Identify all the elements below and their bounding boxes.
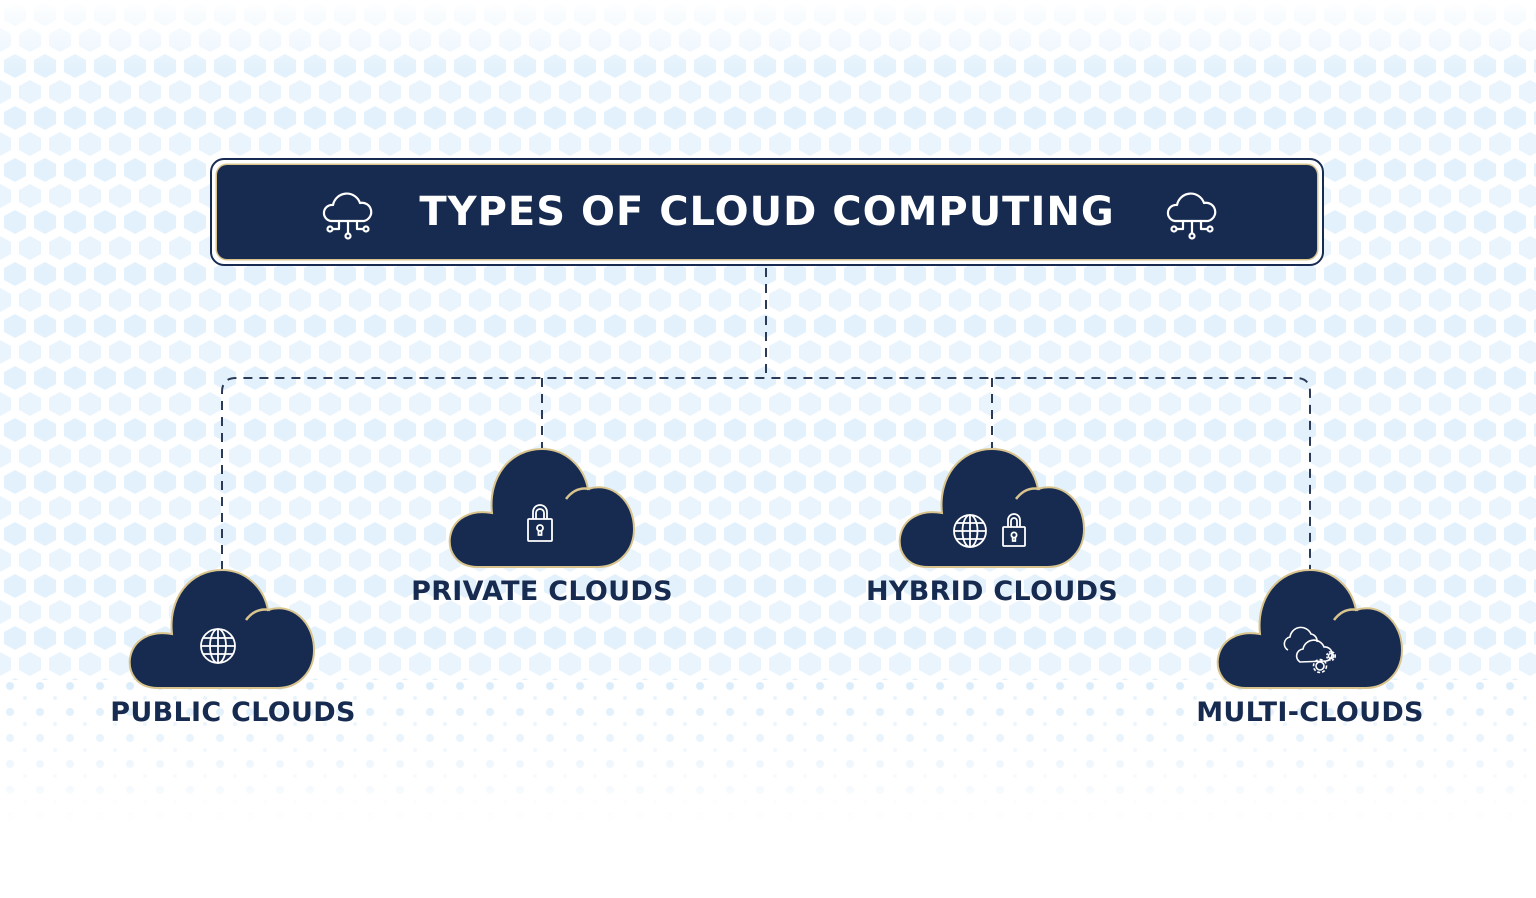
cloud-network-icon — [322, 192, 373, 240]
padlock-icon — [1002, 513, 1026, 547]
public-cloud-shape — [128, 568, 316, 689]
private-clouds-label: PRIVATE CLOUDS — [411, 576, 673, 607]
globe-icon — [200, 628, 236, 664]
title-banner: TYPES OF CLOUD COMPUTING — [210, 158, 1324, 266]
globe-icon — [953, 514, 987, 548]
multi-clouds-label: MULTI-CLOUDS — [1196, 697, 1424, 728]
title-banner-inner: TYPES OF CLOUD COMPUTING — [217, 165, 1317, 259]
private-cloud-shape — [448, 447, 636, 568]
padlock-icon — [527, 504, 553, 542]
hybrid-clouds-label: HYBRID CLOUDS — [865, 576, 1119, 607]
multi-cloud-gear-icon — [1283, 626, 1337, 674]
page-title: TYPES OF CLOUD COMPUTING — [419, 189, 1115, 235]
multi-cloud-shape — [1216, 568, 1404, 689]
public-clouds-label: PUBLIC CLOUDS — [110, 697, 356, 728]
hybrid-cloud-shape — [898, 447, 1086, 568]
cloud-network-icon — [1166, 192, 1217, 240]
